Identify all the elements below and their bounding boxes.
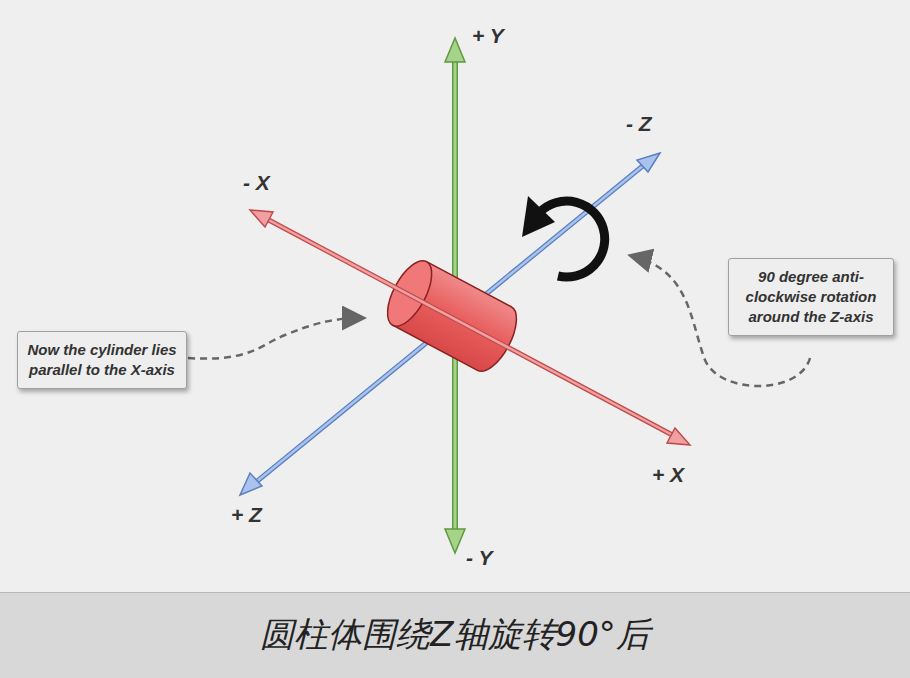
axis-label: - Z — [626, 112, 652, 136]
axis-label: + X — [652, 463, 684, 487]
z-axis — [240, 153, 660, 495]
x-axis — [250, 210, 690, 445]
callout-box: 90 degree anti-clockwise rotation around… — [728, 258, 894, 336]
caption: 圆柱体围绕Z轴旋转90°后 — [0, 612, 910, 658]
axis-label: - Y — [466, 546, 492, 570]
axis-label: + Y — [472, 24, 504, 48]
axis-label: + Z — [231, 503, 262, 527]
axis-label: - X — [243, 171, 270, 195]
leader-line — [188, 318, 362, 359]
callout-text: Now the cylinder lies parallel to the X-… — [26, 340, 178, 380]
callout-box: Now the cylinder lies parallel to the X-… — [17, 331, 187, 389]
callout-text: 90 degree anti-clockwise rotation around… — [737, 267, 885, 327]
rotation-arrow — [522, 196, 605, 277]
